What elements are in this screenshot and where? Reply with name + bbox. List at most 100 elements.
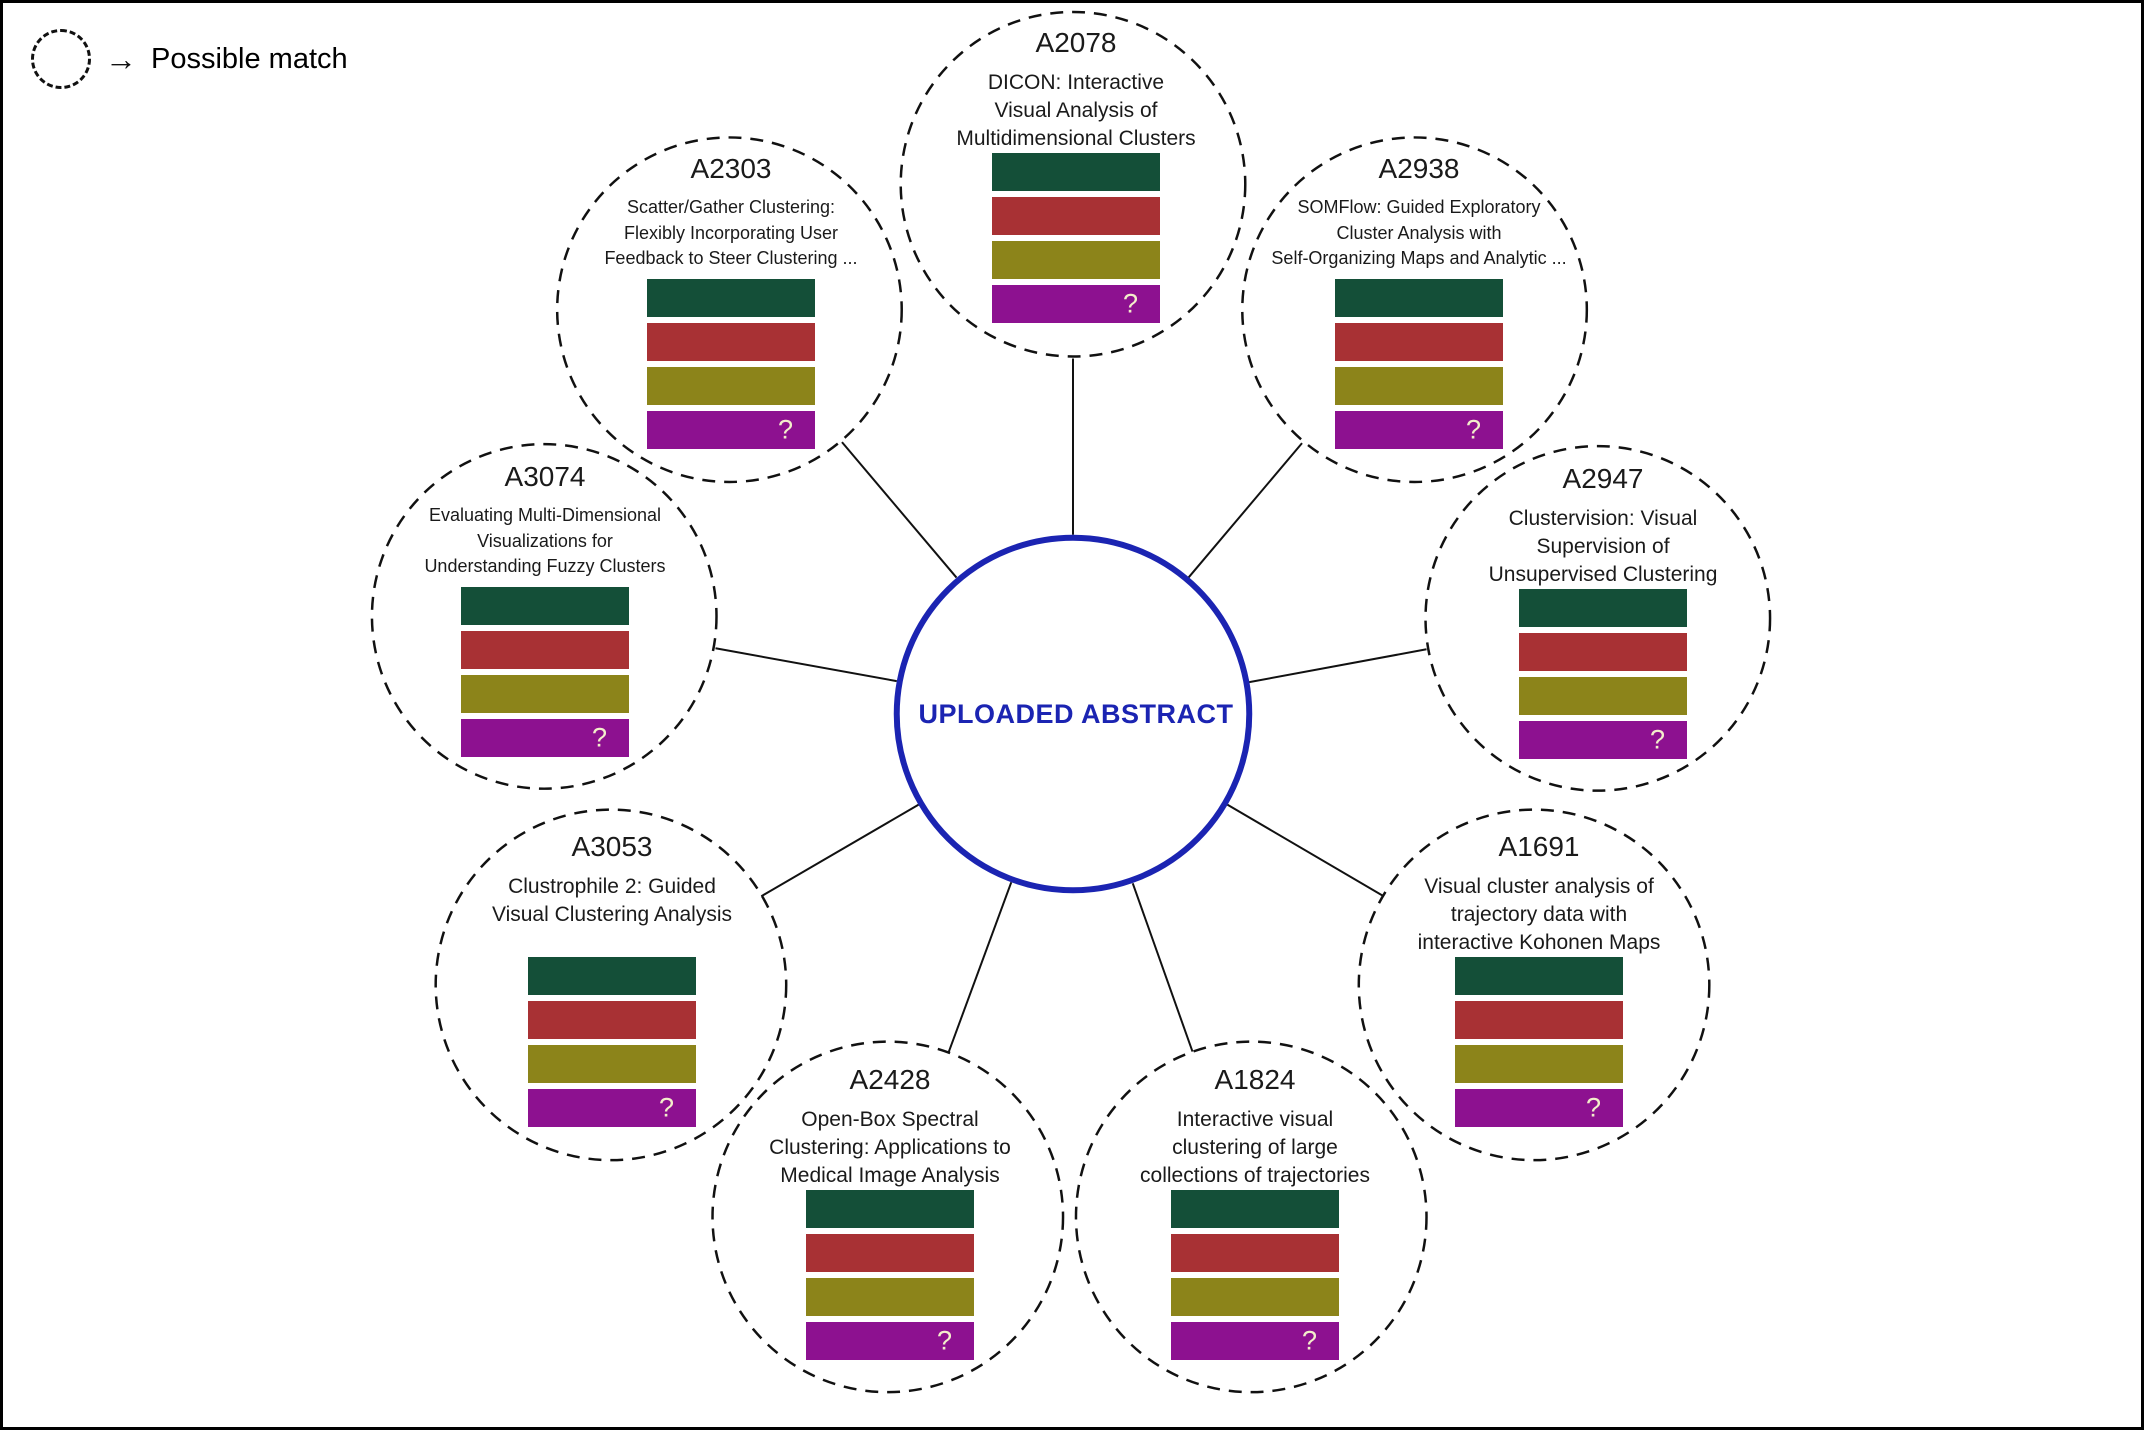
legend: → Possible match (31, 29, 348, 89)
score-bar-green (806, 1190, 974, 1228)
paper-id: A3074 (504, 461, 586, 492)
score-bar-purple: ? (1519, 721, 1687, 759)
question-mark: ? (1585, 1092, 1601, 1123)
match-node[interactable]: A2078 DICON: Interactive Visual Analysis… (901, 23, 1251, 373)
score-bar-purple: ? (647, 411, 815, 449)
connector-line (1226, 803, 1385, 898)
question-mark: ? (1301, 1325, 1317, 1356)
score-bar-olive (647, 367, 815, 405)
score-bar-red (461, 631, 629, 669)
score-bar-purple: ? (461, 719, 629, 757)
score-bar-green (528, 957, 696, 995)
connector-line (1131, 882, 1194, 1052)
score-bar-red (1171, 1234, 1339, 1272)
match-circle[interactable] (711, 1040, 1065, 1394)
match-node[interactable]: A1824 Interactive visual clustering of l… (1080, 1060, 1430, 1410)
match-circle[interactable] (1357, 808, 1711, 1162)
score-bar-green (1519, 589, 1687, 627)
score-bar-green (461, 587, 629, 625)
score-bar-olive (528, 1045, 696, 1083)
match-circle[interactable] (899, 10, 1247, 358)
score-bar-red (1335, 323, 1503, 361)
paper-id: A2938 (1378, 153, 1460, 184)
connector-line (760, 803, 920, 898)
question-mark: ? (1122, 288, 1138, 319)
paper-id: A2303 (690, 153, 772, 184)
score-bar-olive (1171, 1278, 1339, 1316)
paper-title: Scatter/Gather Clustering: Flexibly Inco… (604, 197, 858, 269)
score-bar-purple: ? (992, 285, 1160, 323)
question-mark: ? (1649, 724, 1665, 755)
match-circle[interactable] (370, 442, 718, 790)
paper-title: SOMFlow: Guided Exploratory Cluster Anal… (1271, 197, 1567, 269)
score-bar-red (806, 1234, 974, 1272)
score-bars: ? (1335, 279, 1503, 455)
paper-title: Open-Box Spectral Clustering: Applicatio… (769, 1108, 1011, 1187)
score-bar-olive (992, 241, 1160, 279)
match-circle[interactable] (1074, 1040, 1428, 1394)
match-node[interactable]: A2303 Scatter/Gather Clustering: Flexibl… (556, 149, 906, 499)
score-bar-purple: ? (528, 1089, 696, 1127)
score-bars: ? (992, 153, 1160, 329)
match-node[interactable]: A1691 Visual cluster analysis of traject… (1364, 827, 1714, 1177)
paper-id: A2078 (1035, 27, 1117, 58)
score-bar-green (1335, 279, 1503, 317)
score-bar-purple: ? (1171, 1322, 1339, 1360)
uploaded-abstract-label: UPLOADED ABSTRACT (918, 699, 1234, 729)
paper-title: Interactive visual clustering of large c… (1140, 1108, 1370, 1187)
score-bar-purple: ? (806, 1322, 974, 1360)
question-mark: ? (1465, 414, 1481, 445)
score-bars: ? (806, 1190, 974, 1366)
match-circle[interactable] (434, 808, 788, 1162)
score-bar-purple: ? (1335, 411, 1503, 449)
question-mark: ? (936, 1325, 952, 1356)
connector-line (1249, 648, 1427, 684)
connector-line (1187, 442, 1303, 579)
paper-id: A3053 (571, 831, 653, 862)
match-node[interactable]: A2428 Open-Box Spectral Clustering: Appl… (715, 1060, 1065, 1410)
score-bar-olive (1519, 677, 1687, 715)
legend-label: Possible match (151, 42, 348, 75)
score-bar-green (992, 153, 1160, 191)
score-bar-red (528, 1001, 696, 1039)
match-circle[interactable] (1424, 444, 1772, 792)
question-mark: ? (777, 414, 793, 445)
diagram-canvas (370, 10, 1772, 1394)
match-circle[interactable] (555, 136, 903, 484)
score-bars: ? (1171, 1190, 1339, 1366)
score-bar-olive (1335, 367, 1503, 405)
paper-id: A2428 (849, 1064, 931, 1095)
paper-title: Clustervision: Visual Supervision of Uns… (1488, 507, 1718, 586)
match-node[interactable]: A3053 Clustrophile 2: Guided Visual Clus… (437, 827, 787, 1177)
legend-dashed-circle-icon (31, 29, 91, 89)
paper-id: A2947 (1562, 463, 1644, 494)
connector-line (841, 441, 958, 579)
match-node[interactable]: A2947 Clustervision: Visual Supervision … (1428, 459, 1778, 809)
paper-title: Clustrophile 2: Guided Visual Clustering… (491, 875, 733, 926)
score-bar-olive (461, 675, 629, 713)
legend-arrow-icon: → (105, 41, 137, 77)
question-mark: ? (658, 1092, 674, 1123)
score-bars: ? (1519, 589, 1687, 765)
connector-line (715, 647, 897, 683)
score-bars: ? (1455, 957, 1623, 1133)
match-node[interactable]: A2938 SOMFlow: Guided Exploratory Cluste… (1244, 149, 1594, 499)
score-bar-olive (806, 1278, 974, 1316)
uploaded-abstract-circle (893, 534, 1253, 894)
score-bars: ? (647, 279, 815, 455)
match-node[interactable]: A3074 Evaluating Multi-Dimensional Visua… (370, 457, 720, 807)
connector-line (947, 881, 1013, 1053)
score-bars: ? (461, 587, 629, 763)
score-bar-red (992, 197, 1160, 235)
paper-title: Visual cluster analysis of trajectory da… (1417, 875, 1661, 954)
score-bar-purple: ? (1455, 1089, 1623, 1127)
paper-id: A1691 (1498, 831, 1580, 862)
score-bar-green (647, 279, 815, 317)
score-bar-olive (1455, 1045, 1623, 1083)
paper-id: A1824 (1214, 1064, 1296, 1095)
paper-title: Evaluating Multi-Dimensional Visualizati… (424, 505, 666, 577)
match-circle[interactable] (1241, 136, 1589, 484)
paper-title: DICON: Interactive Visual Analysis of Mu… (956, 71, 1196, 150)
score-bar-red (1519, 633, 1687, 671)
